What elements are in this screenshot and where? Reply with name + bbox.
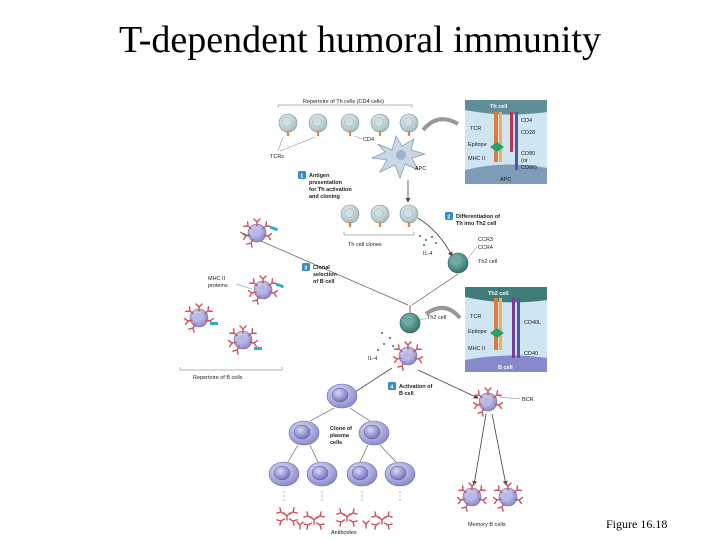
svg-text:CD28: CD28 (521, 130, 535, 136)
svg-text:B cell: B cell (399, 391, 414, 397)
plasma-label-1: Clone of (330, 426, 352, 432)
th-cell-repertoire (278, 113, 419, 137)
zoom-arrow-1 (421, 117, 460, 132)
il4-dots-b (377, 332, 394, 351)
svg-text:selection: selection (313, 272, 337, 278)
svg-text:CD4: CD4 (521, 118, 532, 124)
svg-text:presentation: presentation (309, 180, 343, 186)
th-repertoire-label: Repertoire of Th cells (CD4 cells) (303, 99, 384, 105)
svg-text:Epitope: Epitope (468, 142, 487, 148)
memory-b-cells-label: Memory B cells (468, 522, 506, 528)
plasma-label-2: plasma (330, 433, 350, 439)
figure-caption: Figure 16.18 (606, 517, 668, 531)
bcr-label: BCR (522, 397, 534, 403)
svg-text:Differentiation of: Differentiation of (456, 214, 500, 220)
activated-b-cell (394, 342, 423, 370)
th2-cell-b (399, 312, 421, 334)
svg-text:2: 2 (447, 215, 450, 221)
svg-text:Activation of: Activation of (399, 384, 432, 390)
b-cell-repertoire (185, 219, 285, 354)
bcr-b-cell (474, 388, 503, 416)
step-4: 4 Activation of B cell (388, 382, 432, 397)
svg-text:Th into Th2 cell: Th into Th2 cell (456, 221, 497, 227)
ccr4-label: CCR4 (478, 245, 493, 251)
mhc2-proteins-label-2: proteins (208, 283, 228, 289)
svg-text:B cell: B cell (498, 365, 513, 371)
svg-text:APC: APC (500, 177, 511, 183)
step-2: 2 Differentiation of Th into Th2 cell (445, 212, 500, 227)
svg-text:of B cell: of B cell (313, 279, 335, 285)
svg-text:Th2 cell: Th2 cell (488, 291, 509, 297)
ccr3-label: CCR3 (478, 237, 493, 243)
th2-cell-a (447, 252, 469, 274)
th-cell-clones (340, 204, 419, 228)
secretion-dots (283, 491, 401, 501)
th-repertoire-bracket (277, 104, 413, 108)
svg-text:for Th activation: for Th activation (309, 187, 352, 193)
b-repertoire-label: Repertoire of B cells (193, 375, 243, 381)
svg-text:(or: (or (521, 158, 528, 164)
plasma-lineage-lines (287, 407, 397, 463)
step-1: 1 Antigen presentation for Th activation… (298, 171, 352, 200)
apc-dendritic-cell (370, 135, 427, 180)
svg-text:4: 4 (390, 385, 394, 391)
svg-text:3: 3 (304, 266, 307, 272)
inset-th2-bcell: Th2 cell B cell TCR CD40L Epitope MHC II… (465, 287, 547, 372)
memory-b-cells (458, 483, 523, 511)
th-clones-label: Th cell clones (348, 242, 382, 248)
svg-text:1: 1 (300, 174, 303, 180)
zoom-arrow-2 (424, 306, 462, 320)
antibodies (277, 508, 392, 530)
svg-text:Antigen: Antigen (309, 173, 330, 179)
svg-text:MHC II: MHC II (468, 346, 486, 352)
plasma-label-3: cells (330, 440, 342, 446)
svg-text:and cloning: and cloning (309, 194, 340, 200)
il4-dots-a (419, 235, 437, 246)
inset-th-apc: Th cell APC CD4 TCR CD28 Epitope MHC II … (465, 100, 547, 184)
cd4-label: CD4 (363, 137, 374, 143)
svg-text:TCR: TCR (470, 126, 481, 132)
th2-cell-label-b: Th2 cell (427, 315, 446, 321)
apc-label: APC (415, 166, 426, 172)
svg-text:MHC II: MHC II (468, 156, 486, 162)
slide-title: T-dependent humoral immunity (119, 19, 601, 61)
il4-label-b: IL-4 (368, 356, 377, 362)
svg-text:CD40L: CD40L (524, 320, 541, 326)
tcrs-label: TCRs (270, 154, 284, 160)
step-3: 3 Clonal selection of B cell (302, 263, 337, 285)
antibodies-label: Antibodies (331, 530, 357, 536)
il4-label-a: IL-4 (423, 251, 432, 257)
svg-text:Th cell: Th cell (490, 104, 508, 110)
mhc2-proteins-label-1: MHC II (208, 276, 226, 282)
svg-text:Clonal: Clonal (313, 265, 330, 271)
svg-text:CD40: CD40 (524, 351, 538, 357)
svg-text:TCR: TCR (470, 314, 481, 320)
svg-text:CD86): CD86) (521, 165, 537, 171)
svg-text:CD80: CD80 (521, 151, 535, 157)
th2-cell-label-a: Th2 cell (478, 259, 497, 265)
svg-text:Epitope: Epitope (468, 329, 487, 335)
